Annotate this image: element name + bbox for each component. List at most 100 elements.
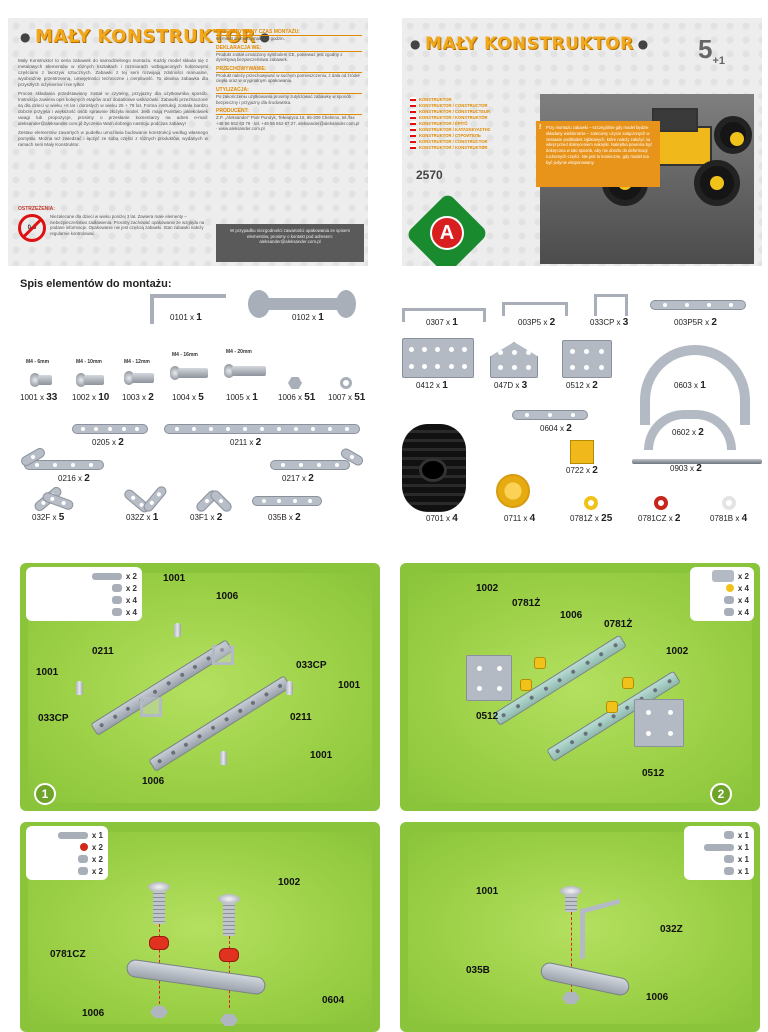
- part-label: 032Z x 1: [126, 512, 159, 523]
- language-row: KONSTRUKTOR / ÉPÍTŐ: [410, 120, 536, 126]
- yellow-spacer-part: [584, 496, 598, 510]
- part-callout: 1006: [216, 591, 239, 602]
- part-callout: 1002: [666, 646, 689, 657]
- hex-key-icon: [150, 294, 154, 324]
- part-label: 1005 x 1: [226, 392, 258, 403]
- nut-icon: [150, 1006, 168, 1018]
- age-warning-icon: 0-3: [18, 214, 46, 242]
- axle-part: [632, 459, 762, 464]
- part-label: 1007 x 51: [328, 392, 366, 403]
- white-spacer-part: [722, 496, 736, 510]
- strip-part: [650, 300, 746, 310]
- intro-text: Mały Konstruktor to seria zabawek do sam…: [18, 58, 208, 151]
- yellow-spacer-icon: [606, 701, 618, 713]
- part-callout: 0211: [92, 646, 114, 657]
- bolt-icon: [224, 364, 234, 378]
- part-callout: 1001: [338, 680, 361, 691]
- angled-strip-part: [24, 460, 104, 470]
- part-label: 0412 x 1: [416, 380, 448, 391]
- language-list: KONSTRUKTOR KONSTRUKTOR / CONSTRUCTOR KO…: [410, 96, 536, 150]
- intro-paragraph: Mały Konstruktor to seria zabawek do sam…: [18, 58, 208, 87]
- set-number: 2570: [416, 168, 443, 182]
- contact-box: W przypadku niezgodności zawartości opak…: [216, 224, 364, 262]
- part-label: 0701 x 4: [426, 513, 458, 524]
- language-row: KONSTRUKTOR / KONSTRUKTÖR: [410, 114, 536, 120]
- assembly-step-3: x 1 x 2 x 2 x 2 1002 0781CZ 0604 1006: [20, 822, 380, 1032]
- strip-part: [164, 424, 360, 434]
- section-text: Z.P. „Aleksander” Piotr Pundyk, Tełwiąty…: [216, 115, 360, 132]
- flag-icon: [410, 97, 416, 101]
- part-label: 0781Ż x 25: [570, 513, 613, 524]
- red-spacer-icon: [149, 936, 169, 950]
- part-callout: 1001: [310, 750, 333, 761]
- step-parts-legend: x 1 x 2 x 2 x 2: [26, 826, 108, 880]
- step-parts-legend: x 1 x 1 x 1 x 1: [684, 826, 754, 880]
- bolt-icon: [30, 373, 40, 387]
- part-callout: 1001: [163, 573, 186, 584]
- strip-part: [72, 424, 148, 434]
- part-label: 1004 x 5: [172, 392, 204, 403]
- section-title: PRZECHOWYWANIE:: [216, 66, 362, 73]
- part-callout: 0781CZ: [50, 949, 86, 960]
- parts-list-title: Spis elementów do montażu:: [20, 278, 172, 290]
- part-label: 1001 x 33: [20, 392, 58, 403]
- brand-logo: ●MAŁY KONSTRUKTOR●: [410, 34, 649, 54]
- wrench-icon: [252, 298, 352, 310]
- part-callout: 035B: [466, 965, 490, 976]
- part-callout: 0604: [322, 995, 345, 1006]
- part-callout: 0211: [290, 712, 312, 723]
- flag-icon: [410, 121, 416, 125]
- section-text: Produkt został oznaczony symbolem CE, po…: [216, 51, 343, 63]
- warning-text: Niezalecane dla dzieci w wieku poniżej 3…: [50, 214, 205, 236]
- yellow-block-part: [570, 440, 594, 464]
- angled-strip-part: [270, 460, 350, 470]
- step-parts-legend: x 2 x 2 x 4 x 4: [26, 567, 142, 621]
- part-label: 003P5R x 2: [674, 317, 717, 328]
- yellow-spacer-icon: [520, 679, 532, 691]
- part-callout: 1006: [646, 992, 669, 1003]
- part-label: 0903 x 2: [670, 463, 702, 474]
- screw-icon: [76, 681, 83, 695]
- part-label: 03F1 x 2: [190, 512, 223, 523]
- brand-logo: ●MAŁY KONSTRUKTOR●: [20, 26, 271, 47]
- part-label: 047D x 3: [494, 380, 528, 391]
- part-label: 003P5 x 2: [518, 317, 556, 328]
- cover-page: ●MAŁY KONSTRUKTOR● KONSTRUKTOR KONSTRUKT…: [402, 18, 762, 266]
- yellow-spacer-icon: [622, 677, 634, 689]
- bolt-icon: [218, 894, 240, 904]
- assembly-warning: Przy montażu zabawki – szczególnie gdy m…: [536, 121, 660, 187]
- section-text: Produkt należy przechowywać w suchym pom…: [216, 72, 360, 84]
- flat-plate-part: [402, 338, 474, 378]
- part-label: 033CP x 3: [590, 317, 629, 328]
- u-bracket-part: [502, 302, 568, 316]
- part-label: 032F x 5: [32, 512, 65, 523]
- part-callout: 1006: [82, 1008, 105, 1019]
- bolt-icon: [124, 371, 134, 385]
- part-callout: 032Z: [660, 924, 683, 935]
- nut-icon: [562, 992, 580, 1004]
- intro-paragraph: Zestaw elementów zawartych w pudełku umo…: [18, 130, 208, 147]
- part-callout: 1002: [476, 583, 499, 594]
- warning-block: OSTRZEŻENIA: 0-3 Niezalecane dla dzieci …: [18, 206, 208, 242]
- strip-part: [512, 410, 588, 420]
- u-bracket-part: [594, 294, 628, 316]
- info-page: ●MAŁY KONSTRUKTOR● Mały Konstruktor to s…: [8, 18, 368, 266]
- washer-icon: [340, 377, 352, 389]
- bolt-icon: [560, 886, 582, 896]
- part-callout: 0512: [642, 768, 665, 779]
- part-label: 0216 x 2: [58, 473, 90, 484]
- part-label: 0211 x 2: [230, 437, 262, 448]
- step-number-badge: 2: [710, 783, 732, 805]
- red-spacer-part: [654, 496, 668, 510]
- part-label: 1006 x 51: [278, 392, 316, 403]
- part-callout: 033CP: [38, 713, 69, 724]
- part-callout: 1006: [142, 776, 165, 787]
- bolt-icon: [76, 373, 86, 387]
- intro-paragraph: Proces składania przedstawiony został w …: [18, 91, 208, 126]
- rim-part: [496, 474, 530, 508]
- section-text: 60 minut do maksymalnie 4 godzin.: [216, 36, 285, 41]
- part-label: 0102 x 1: [292, 312, 324, 323]
- u-bracket-part: [212, 645, 234, 665]
- arc-part: [640, 345, 750, 425]
- bolt-icon: [170, 366, 180, 380]
